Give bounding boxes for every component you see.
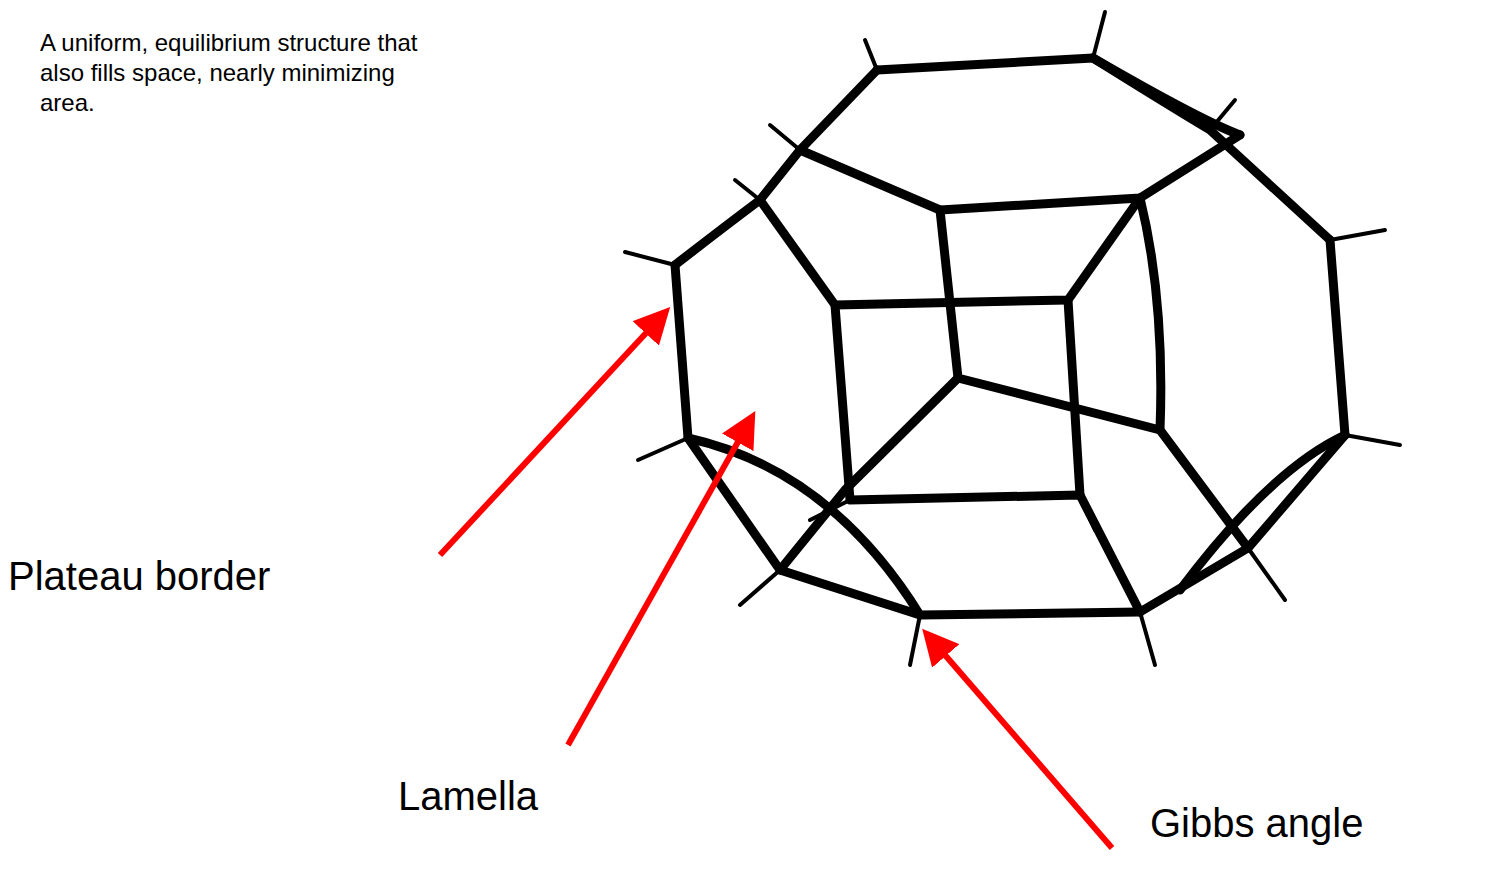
part-label: Plateau border: [8, 553, 270, 599]
note-text: A uniform, equilibrium structure that al…: [40, 28, 420, 118]
leader-arrow: [568, 424, 748, 745]
part-label: Gibbs angle: [1150, 800, 1363, 846]
cell-edges: [675, 58, 1345, 615]
leader-arrow: [440, 318, 660, 555]
edge-stubs: [625, 12, 1400, 665]
part-label: Lamella: [398, 773, 538, 819]
leader-arrow: [932, 640, 1112, 848]
leader-arrows: [440, 318, 1112, 848]
